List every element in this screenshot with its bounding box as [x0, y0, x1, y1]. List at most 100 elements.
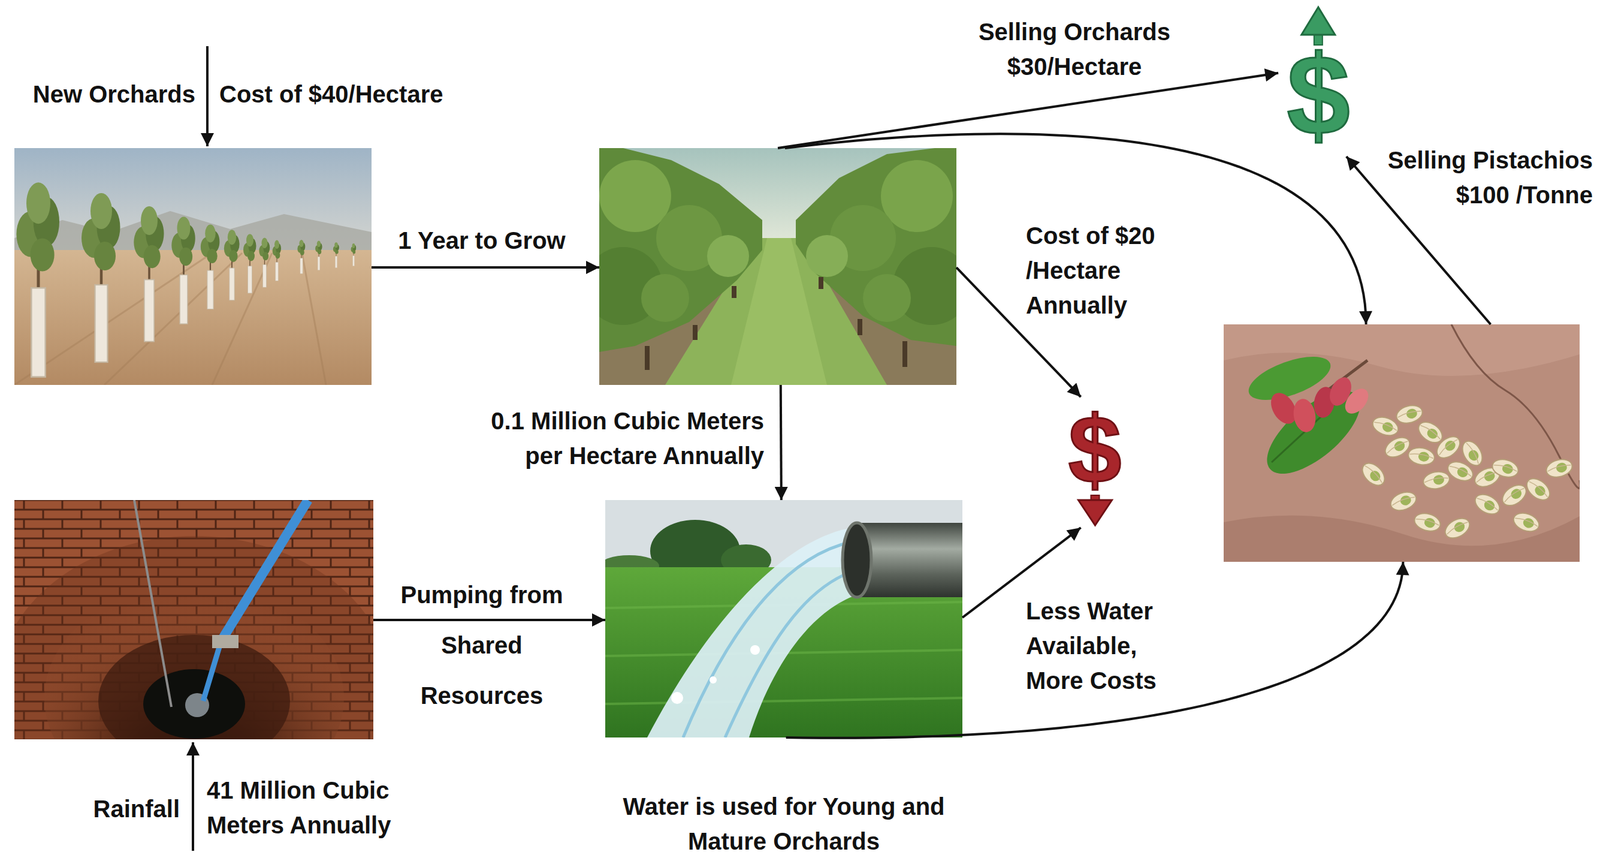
edge-label-slot: Pumping from Shared Resources: [391, 569, 572, 721]
pistachio-photo: [1388, 488, 1420, 513]
flow-label: Cost of $20 /Hectare Annually: [1025, 218, 1176, 323]
mature-orchard-photo: [707, 234, 750, 277]
young-orchard-photo: [224, 229, 240, 301]
pistachio-photo: [1358, 459, 1390, 490]
young-orchard-photo: [297, 239, 306, 274]
inflow-label: Cost of $40/Hectare: [219, 76, 495, 112]
flow-label: Selling Orchards $30/Hectare: [948, 14, 1201, 84]
arrow-head: [1078, 499, 1112, 525]
pistachio-photo: [1441, 514, 1473, 542]
dollar-sign: $: [1068, 401, 1122, 498]
dollar-sign: $: [1286, 37, 1351, 152]
well-photo: [212, 634, 239, 648]
young-orchard-photo: [14, 249, 372, 385]
flow-arrow: [777, 73, 1279, 149]
flow-label: Less Water Available, More Costs: [1025, 593, 1176, 698]
note-slot: Rainfall: [89, 791, 180, 826]
pistachio-photo: [1394, 402, 1425, 426]
mature-orchard-photo: [599, 160, 672, 232]
pistachio-photo: [1451, 324, 1580, 488]
flow-label: 0.1 Million Cubic Meters per Hectare Ann…: [476, 403, 765, 473]
flow-label: Pumping from Shared Resources: [391, 569, 572, 721]
edge-label-slot: Less Water Available, More Costs: [1025, 593, 1176, 698]
young-orchard-photo: [351, 243, 357, 267]
irrigation-photo: [683, 541, 851, 738]
young-orchard-photo: [14, 148, 372, 385]
mature-orchard-photo: [647, 276, 905, 370]
flow-arrow: [780, 384, 782, 500]
well-photo: [14, 499, 374, 739]
well-photo: [203, 640, 222, 701]
edge-label-slot: Selling Pistachios $100 /Tonne: [1372, 142, 1593, 213]
young-orchard-frame: [14, 148, 372, 385]
pistachio-photo: [1522, 474, 1554, 504]
mature-orchard-photo: [862, 273, 911, 322]
young-orchard-photo: [81, 192, 121, 362]
young-orchard-photo: [333, 242, 340, 268]
irrigation-photo: [671, 691, 684, 704]
pistachio-photo: [1412, 510, 1443, 534]
well-photo: [44, 583, 344, 739]
pistachio-photo: [1498, 480, 1530, 510]
flow-label: 1 Year to Grow: [379, 222, 584, 258]
flow-arrow: [371, 266, 600, 269]
irrigation-photo: [709, 675, 717, 684]
young-orchard-photo: [133, 206, 164, 342]
flow-arrow: [785, 133, 1367, 325]
pistachio-frame: [1223, 324, 1580, 562]
pistachio-photo: [1544, 456, 1575, 480]
flow-arrow: [956, 267, 1082, 397]
pistachio-photo: [1471, 490, 1503, 518]
well-frame: [14, 499, 374, 739]
young-orchard-photo: [16, 182, 60, 377]
irrigation-photo: [750, 644, 760, 655]
arrow-head: [1301, 7, 1336, 35]
irrigation-photo: [842, 522, 872, 597]
mature-orchard-photo: [805, 234, 848, 277]
well-photo: [143, 668, 246, 739]
mature-orchard-photo: [599, 148, 957, 385]
pistachio-photo: [1511, 509, 1542, 534]
flow-label: Selling Pistachios $100 /Tonne: [1372, 142, 1593, 213]
mature-orchard-photo: [641, 273, 690, 322]
well-photo: [14, 535, 374, 739]
well-photo: [98, 634, 291, 739]
flow-arrow: [786, 561, 1404, 738]
well-photo: [134, 499, 172, 707]
pistachio-photo: [1340, 384, 1373, 418]
inflow-arrow: [191, 741, 195, 851]
young-orchard-photo: [171, 216, 195, 325]
pistachio-photo: [1407, 445, 1436, 467]
irrigation-photo: [599, 499, 963, 738]
irrigation-frame: Water is used for Young and Mature Orcha…: [605, 499, 963, 738]
mature-orchard-photo: [880, 160, 953, 232]
flow-arrow: [373, 618, 606, 621]
mature-orchard-photo: [584, 148, 971, 385]
mature-orchard-frame: [599, 148, 957, 385]
young-orchard-photo: [200, 224, 220, 310]
inflow-label: 41 Million Cubic Meters Annually: [206, 772, 411, 842]
edge-label-slot: Cost of $20 /Hectare Annually: [1025, 218, 1176, 323]
young-orchard-photo: [14, 252, 326, 385]
note-slot: 41 Million Cubic Meters Annually: [206, 772, 411, 842]
irrigation-photo: [647, 526, 857, 738]
young-orchard-photo: [272, 240, 282, 282]
pistachio-photo: [1432, 432, 1464, 463]
pistachio-photo: [1458, 437, 1487, 469]
income-symbol: $: [1278, 4, 1359, 157]
note-slot: New Orchards: [23, 76, 196, 112]
edge-label-slot: Selling Orchards $30/Hectare: [948, 14, 1201, 84]
pistachio-photo: [1422, 469, 1451, 491]
inflow-label: New Orchards: [23, 76, 196, 112]
well-photo: [221, 499, 309, 641]
cost-symbol: $: [1060, 396, 1131, 528]
pistachio-photo: [1490, 456, 1521, 480]
edge-label-slot: 0.1 Million Cubic Meters per Hectare Ann…: [476, 403, 765, 473]
edge-label-slot: 1 Year to Grow: [379, 222, 584, 258]
note-slot: Cost of $40/Hectare: [219, 76, 495, 112]
irrigation-photo: [605, 499, 963, 738]
inflow-label: Rainfall: [89, 791, 180, 826]
